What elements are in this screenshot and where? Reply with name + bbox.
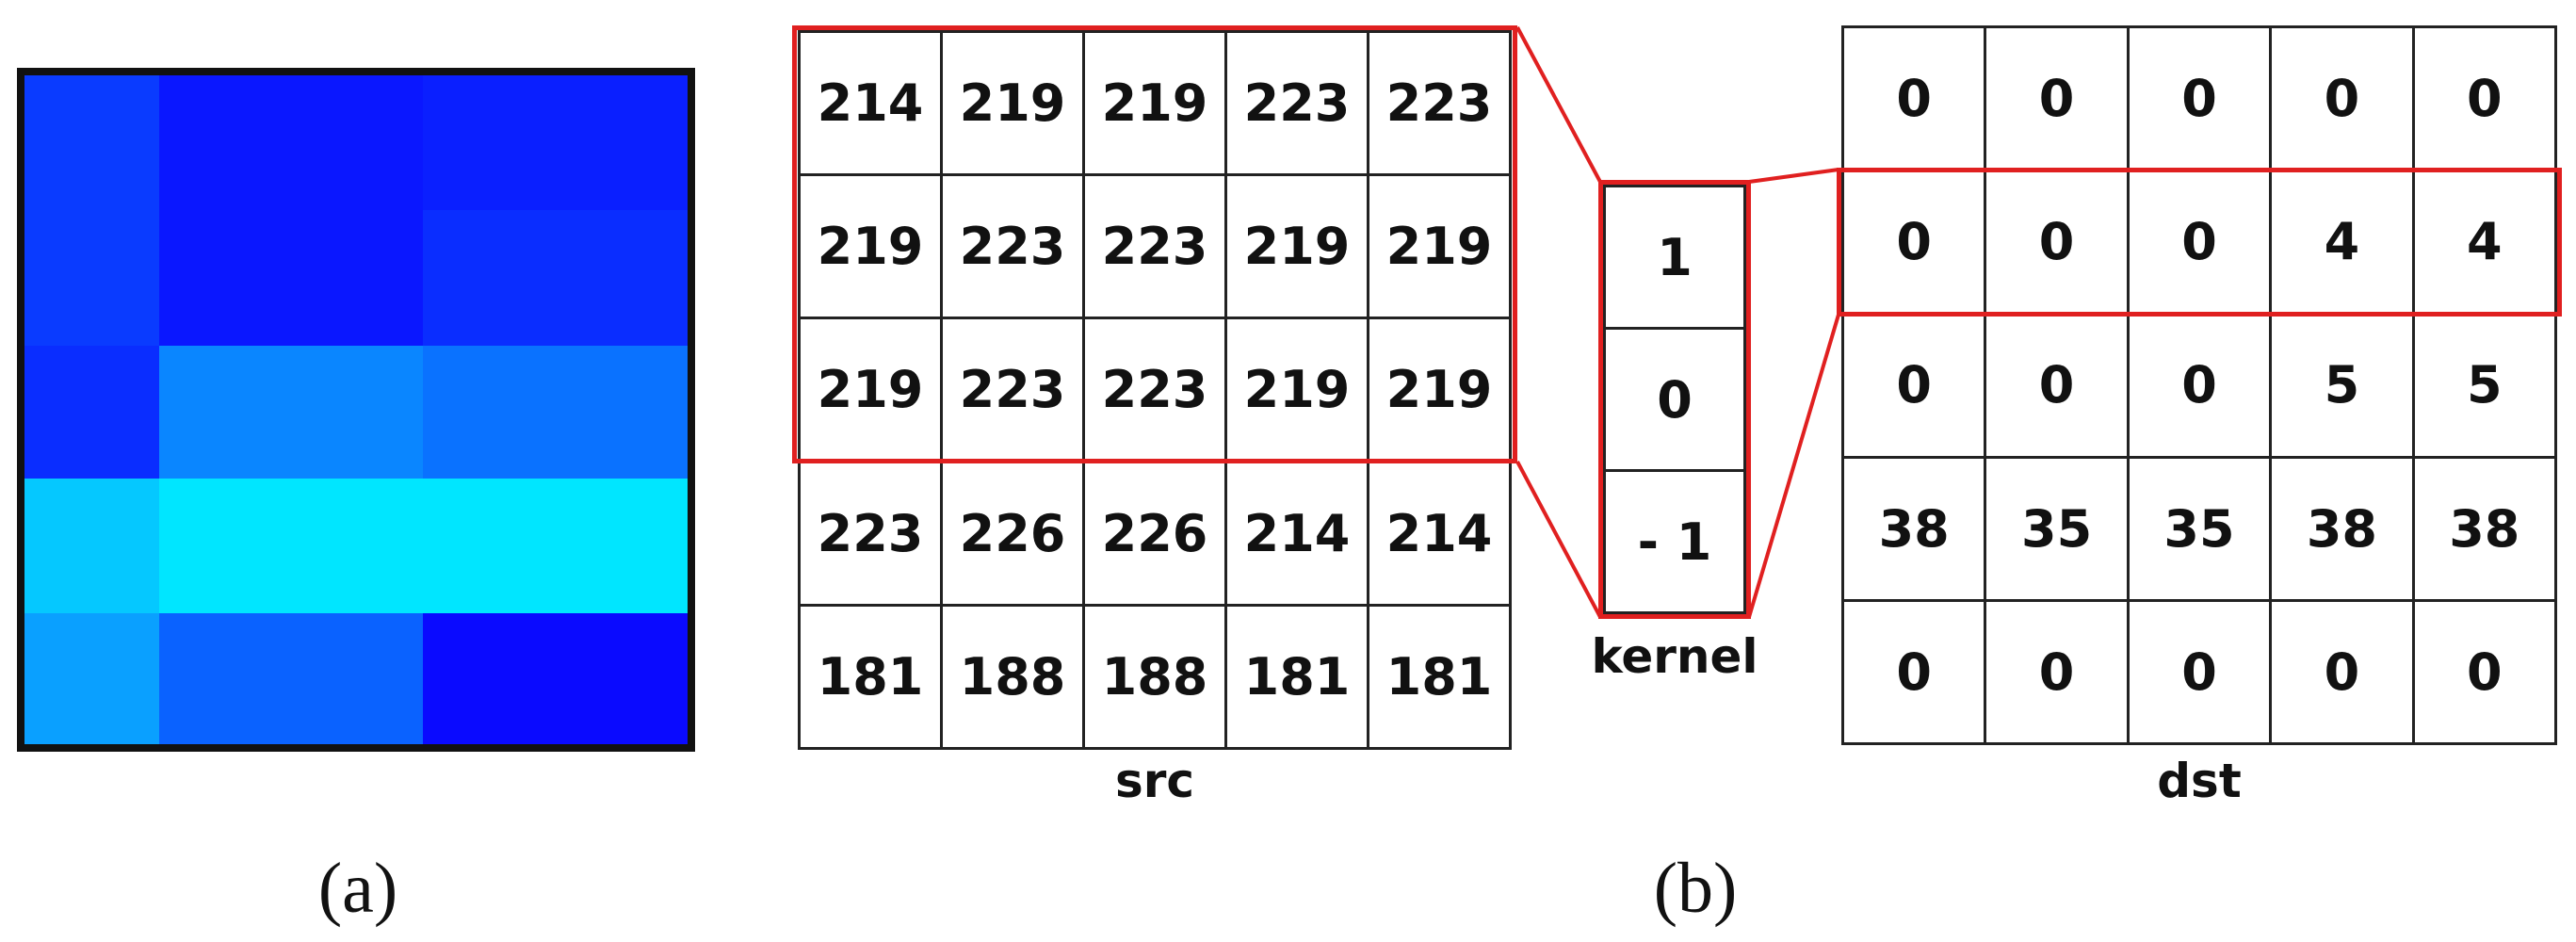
- panel-a-label: (a): [317, 849, 398, 928]
- pixel-block: [24, 479, 160, 614]
- pixel-block: [159, 75, 292, 211]
- matrix-cell: 181: [1369, 606, 1512, 750]
- pixel-block: [159, 479, 292, 614]
- matrix-cell: 0: [1986, 601, 2130, 745]
- kernel-cell: - 1: [1606, 472, 1746, 614]
- pixel-block: [423, 479, 559, 614]
- kernel-cell: 0: [1606, 330, 1746, 472]
- matrix-cell: 214: [1227, 463, 1369, 607]
- pixel-block: [24, 210, 160, 347]
- connector-kernel-bottom-to-dst: [1747, 314, 1840, 618]
- kernel-highlight-box: [1598, 180, 1751, 619]
- matrix-cell: 0: [1844, 315, 1987, 459]
- pixel-block: [159, 346, 292, 479]
- matrix-cell: 38: [2272, 458, 2415, 602]
- pixel-block: [423, 210, 559, 347]
- matrix-cell: 0: [1844, 601, 1987, 745]
- matrix-cell: 35: [1986, 458, 2130, 602]
- pixel-block: [24, 346, 160, 479]
- matrix-cell: 0: [1986, 315, 2130, 459]
- matrix-cell: 226: [1085, 463, 1227, 607]
- matrix-cell: 181: [1227, 606, 1369, 750]
- matrix-cell: 214: [1369, 463, 1512, 607]
- matrix-cell: 219: [801, 176, 943, 320]
- pixel-block: [558, 210, 688, 347]
- connector-src-bottom-to-kernel: [1515, 461, 1602, 618]
- matrix-cell: 223: [1227, 33, 1369, 177]
- matrix-cell: 0: [2272, 601, 2415, 745]
- src-label: src: [1114, 754, 1195, 808]
- matrix-cell: 5: [2414, 315, 2557, 459]
- pixel-block: [558, 613, 688, 744]
- pixel-block: [558, 479, 688, 614]
- kernel-label: kernel: [1591, 629, 1758, 684]
- pixel-block: [558, 75, 688, 211]
- matrix-cell: 181: [801, 606, 943, 750]
- src-highlight-box: [792, 25, 1517, 463]
- matrix-cell: 223: [943, 319, 1085, 463]
- connector-kernel-top-to-dst: [1748, 168, 1839, 184]
- pixel-block: [24, 613, 160, 744]
- dst-highlight-box: [1837, 168, 2562, 317]
- pixel-block: [159, 210, 292, 347]
- matrix-cell: 226: [943, 463, 1085, 607]
- matrix-cell: 219: [943, 33, 1085, 177]
- matrix-cell: 188: [1085, 606, 1227, 750]
- matrix-cell: 0: [1844, 171, 1987, 316]
- blue-pixel-image: [17, 68, 695, 752]
- matrix-cell: 5: [2272, 315, 2415, 459]
- matrix-cell: 219: [1369, 176, 1512, 320]
- pixel-block: [291, 346, 424, 479]
- pixel-block: [423, 613, 559, 744]
- matrix-cell: 219: [1085, 33, 1227, 177]
- matrix-cell: 214: [801, 33, 943, 177]
- matrix-cell: 223: [1369, 33, 1512, 177]
- matrix-cell: 38: [1844, 458, 1987, 602]
- matrix-cell: 0: [2414, 601, 2557, 745]
- pixel-block: [423, 75, 559, 211]
- panel-b-label: (b): [1653, 849, 1738, 928]
- matrix-cell: 38: [2414, 458, 2557, 602]
- matrix-cell: 35: [2129, 458, 2273, 602]
- matrix-cell: 223: [801, 463, 943, 607]
- pixel-block: [558, 346, 688, 479]
- matrix-cell: 223: [1085, 176, 1227, 320]
- connector-src-top-to-kernel: [1515, 26, 1602, 183]
- matrix-cell: 188: [943, 606, 1085, 750]
- pixel-block: [291, 613, 424, 744]
- matrix-cell: 223: [943, 176, 1085, 320]
- pixel-block: [423, 346, 559, 479]
- matrix-cell: 0: [2129, 601, 2273, 745]
- pixel-block: [24, 75, 160, 211]
- matrix-cell: 0: [2129, 315, 2273, 459]
- pixel-block: [159, 613, 292, 744]
- dst-label: dst: [2157, 754, 2242, 808]
- matrix-cell: 219: [1227, 176, 1369, 320]
- pixel-block: [291, 75, 424, 211]
- kernel-cell: 1: [1606, 187, 1746, 330]
- pixel-block: [291, 479, 424, 614]
- pixel-block: [291, 210, 424, 347]
